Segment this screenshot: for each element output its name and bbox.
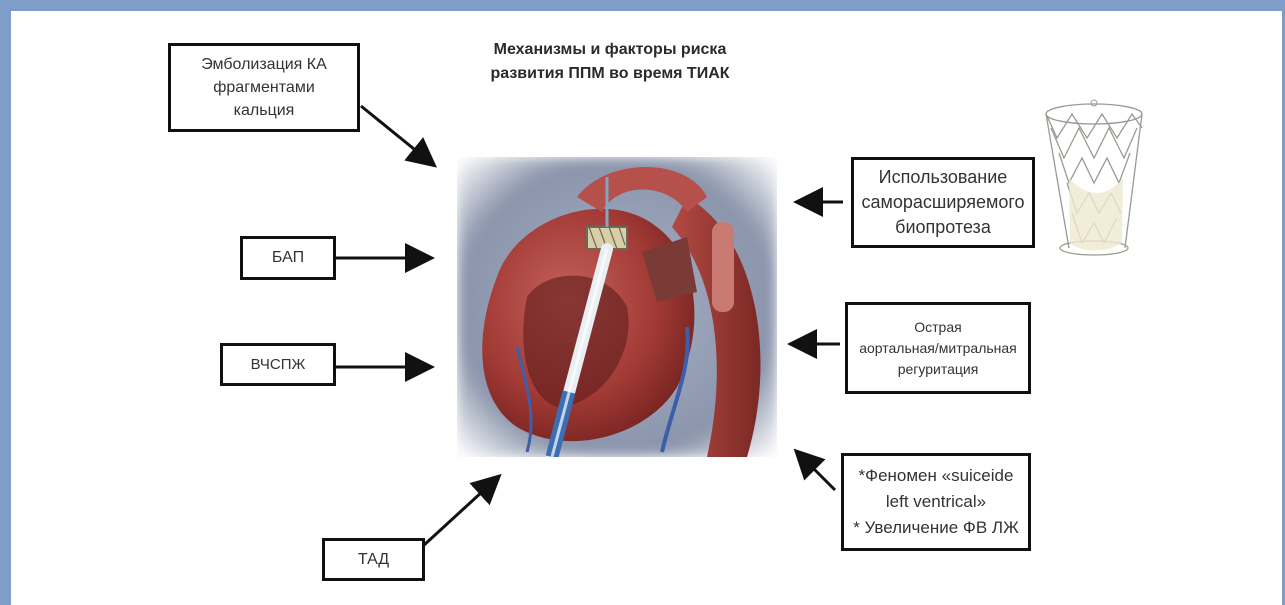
box-acute-regurgitation: Острая аортальная/митральная регуритация	[845, 302, 1031, 394]
box-tad-text: ТАД	[358, 551, 389, 569]
box-vchspzh-text: ВЧСПЖ	[251, 356, 306, 373]
box-embolization-text: Эмболизация КА фрагментами кальция	[201, 53, 327, 122]
box-self-expanding: Использование саморасширяемого биопротез…	[851, 157, 1035, 248]
box-self-expanding-text: Использование саморасширяемого биопротез…	[861, 165, 1024, 240]
arrow-embolization	[361, 106, 430, 162]
box-bap: БАП	[240, 236, 336, 280]
arrow-tad	[423, 480, 495, 546]
box-tad: ТАД	[322, 538, 425, 581]
arrow-phenomenon	[800, 455, 835, 490]
box-phenomenon-text: *Феномен «suiceide left ventrical» * Уве…	[853, 463, 1019, 541]
box-embolization: Эмболизация КА фрагментами кальция	[168, 43, 360, 132]
box-bap-text: БАП	[272, 249, 304, 267]
box-vchspzh: ВЧСПЖ	[220, 343, 336, 386]
box-acute-regurgitation-text: Острая аортальная/митральная регуритация	[859, 317, 1017, 380]
box-phenomenon: *Феномен «suiceide left ventrical» * Уве…	[841, 453, 1031, 551]
